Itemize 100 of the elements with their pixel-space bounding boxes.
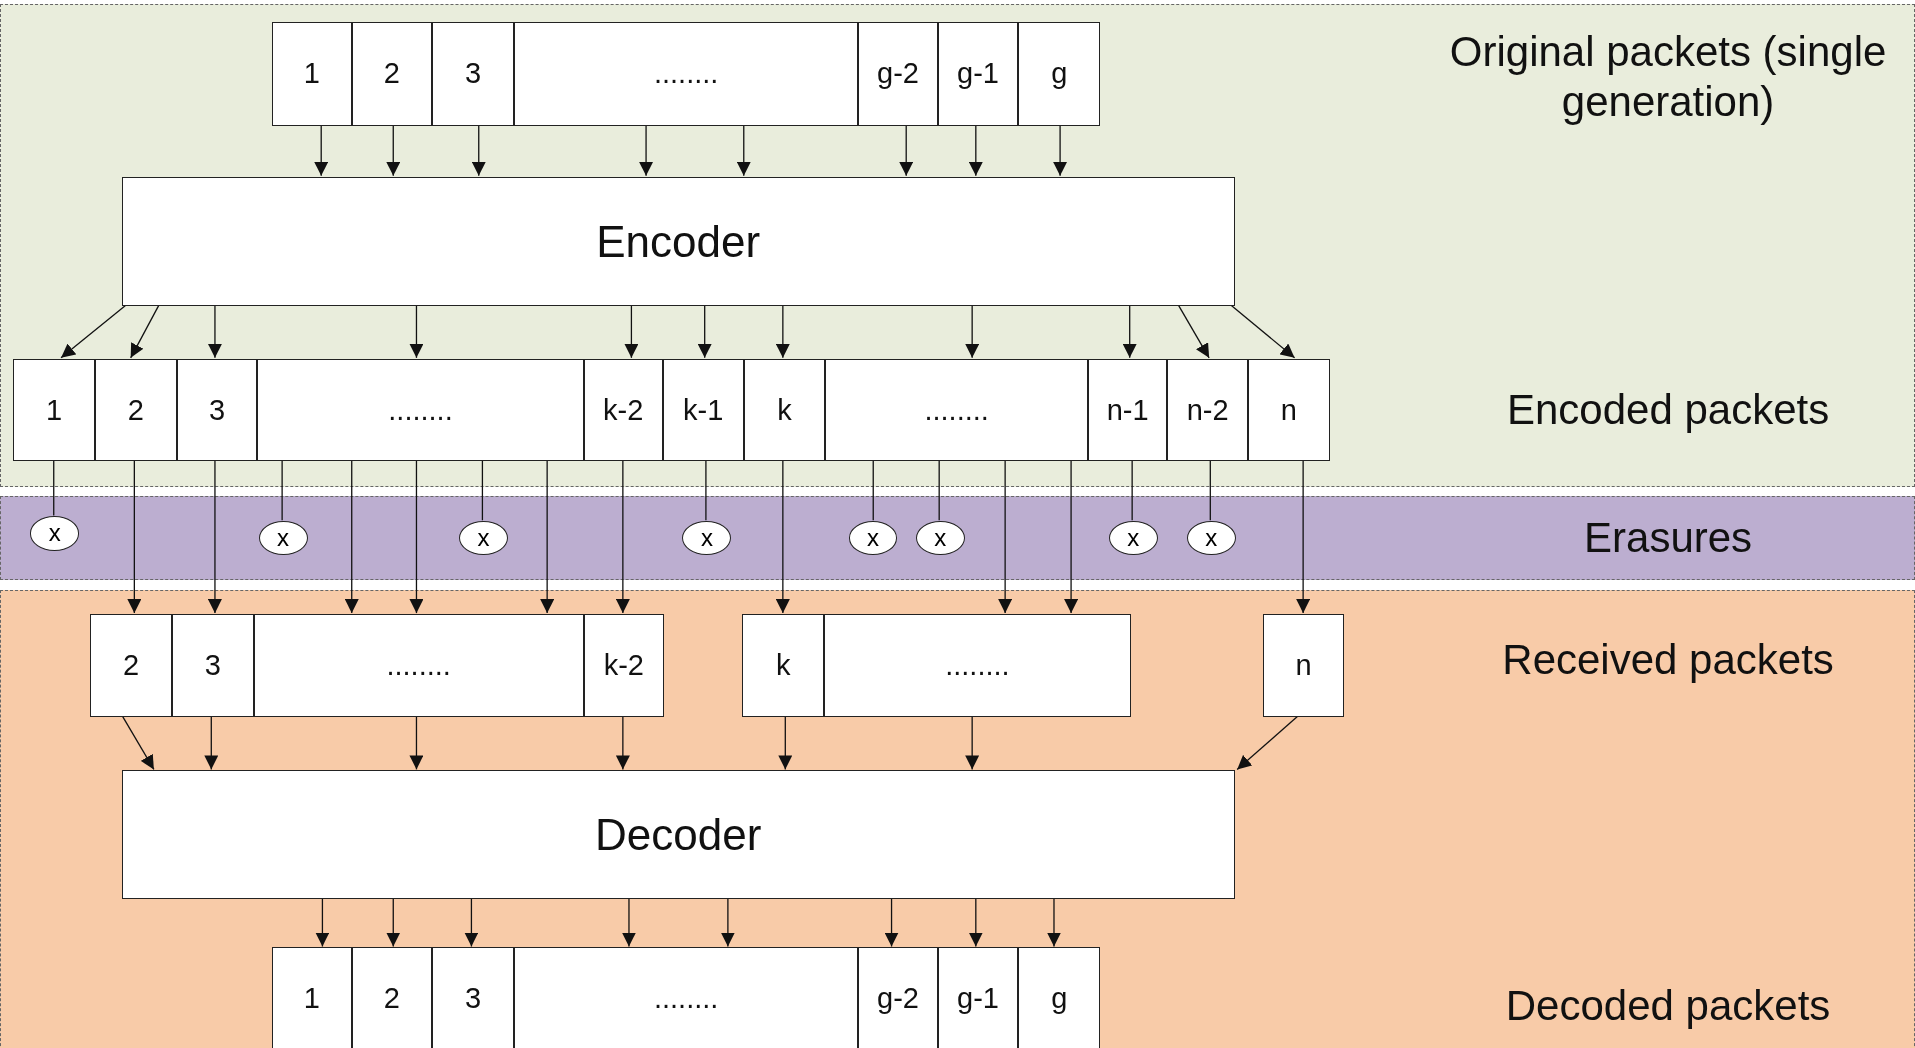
arrow	[775, 459, 790, 614]
packet-cell: ........	[253, 614, 584, 717]
erasure-circle: x	[1108, 521, 1158, 556]
erasure-circle: x	[258, 521, 308, 556]
packet-cell: 3	[171, 614, 254, 717]
packet-cell: g	[1018, 21, 1101, 126]
packet-cell: g-1	[937, 21, 1019, 126]
connector-line	[1131, 459, 1133, 521]
arrow	[736, 123, 751, 177]
region-band	[0, 495, 1915, 581]
region-band	[0, 589, 1915, 1048]
packet-cell: n-2	[1167, 358, 1248, 462]
process-box: Encoder	[121, 176, 1235, 307]
packet-cell: g-2	[858, 947, 938, 1048]
arrow	[1122, 304, 1137, 359]
erasure-circle: x	[682, 521, 732, 556]
packet-cell: 3	[432, 21, 514, 126]
arrow	[121, 715, 155, 771]
connector-line	[281, 459, 283, 521]
connector-line	[481, 459, 484, 521]
arrow	[464, 897, 479, 948]
packet-cell: ........	[825, 358, 1088, 462]
erasure-circle: x	[848, 521, 898, 556]
packet-cell: k-2	[583, 358, 663, 462]
arrow	[624, 304, 639, 359]
connector-line	[1209, 459, 1211, 521]
process-box: Decoder	[121, 770, 1235, 899]
packet-cell: 1	[272, 947, 352, 1048]
packet-cell: ........	[257, 358, 584, 462]
arrow	[697, 304, 712, 359]
erasure-circle: x	[30, 516, 80, 551]
arrow	[639, 123, 654, 177]
arrow	[409, 459, 424, 614]
arrow	[1236, 715, 1299, 771]
packet-cell: ........	[824, 614, 1131, 717]
arrow	[471, 123, 486, 177]
arrow	[1064, 459, 1079, 614]
arrow	[968, 123, 983, 177]
arrow	[60, 304, 127, 359]
arrow	[127, 459, 142, 614]
packet-cell: k	[743, 358, 826, 462]
arrow	[1230, 304, 1296, 359]
row-label: Decoded packets	[1504, 980, 1832, 1031]
arrow	[965, 715, 980, 771]
arrow	[204, 715, 219, 771]
arrow	[540, 459, 555, 614]
arrow	[386, 123, 401, 177]
arrow	[965, 304, 980, 359]
row-label: Original packets (single generation)	[1448, 26, 1888, 128]
erasure-circle: x	[1186, 521, 1236, 556]
packet-cell: 1	[13, 358, 95, 462]
packet-cell: g	[1018, 947, 1101, 1048]
arrow	[409, 715, 424, 771]
arrow	[344, 459, 359, 614]
connector-line	[938, 459, 940, 521]
packet-cell: ........	[513, 21, 859, 126]
packet-cell: k	[742, 614, 825, 717]
packet-cell: n	[1262, 614, 1345, 717]
packet-cell: 3	[176, 358, 258, 462]
arrow	[1053, 123, 1068, 177]
packet-cell: 2	[90, 614, 172, 717]
erasure-circle: x	[459, 521, 508, 556]
packet-cell: g-2	[858, 21, 938, 126]
arrow	[615, 715, 630, 771]
packet-cell: n-1	[1087, 358, 1168, 462]
arrow	[314, 123, 329, 177]
row-label: Encoded packets	[1505, 384, 1831, 435]
connector-line	[53, 459, 55, 517]
arrow	[615, 459, 630, 614]
arrow	[130, 304, 160, 359]
connector-line	[872, 459, 874, 521]
row-label: Received packets	[1501, 635, 1835, 686]
arrow	[621, 897, 636, 948]
arrow	[899, 123, 914, 177]
arrow	[968, 897, 983, 948]
packet-cell: k-1	[662, 358, 744, 462]
region-band	[0, 3, 1915, 488]
arrow	[1047, 897, 1061, 948]
packet-cell: 2	[95, 358, 177, 462]
arrow	[775, 304, 790, 359]
row-label: Erasures	[1583, 513, 1754, 564]
packet-cell: ........	[513, 947, 859, 1048]
arrow	[720, 897, 735, 948]
connector-line	[705, 459, 707, 521]
packet-cell: k-2	[583, 614, 665, 717]
packet-cell: 2	[351, 947, 433, 1048]
arrow	[207, 304, 222, 359]
packet-cell: 2	[351, 21, 433, 126]
packet-cell: n	[1247, 358, 1330, 462]
packet-cell: g-1	[937, 947, 1019, 1048]
arrow	[998, 459, 1013, 614]
arrow	[207, 459, 222, 614]
arrow	[1177, 304, 1210, 359]
erasure-circle: x	[915, 521, 965, 556]
packet-cell: 1	[272, 21, 352, 126]
arrow	[778, 715, 793, 771]
arrow	[315, 897, 330, 948]
packet-cell: 3	[432, 947, 514, 1048]
arrow	[409, 304, 424, 359]
arrow	[884, 897, 899, 948]
